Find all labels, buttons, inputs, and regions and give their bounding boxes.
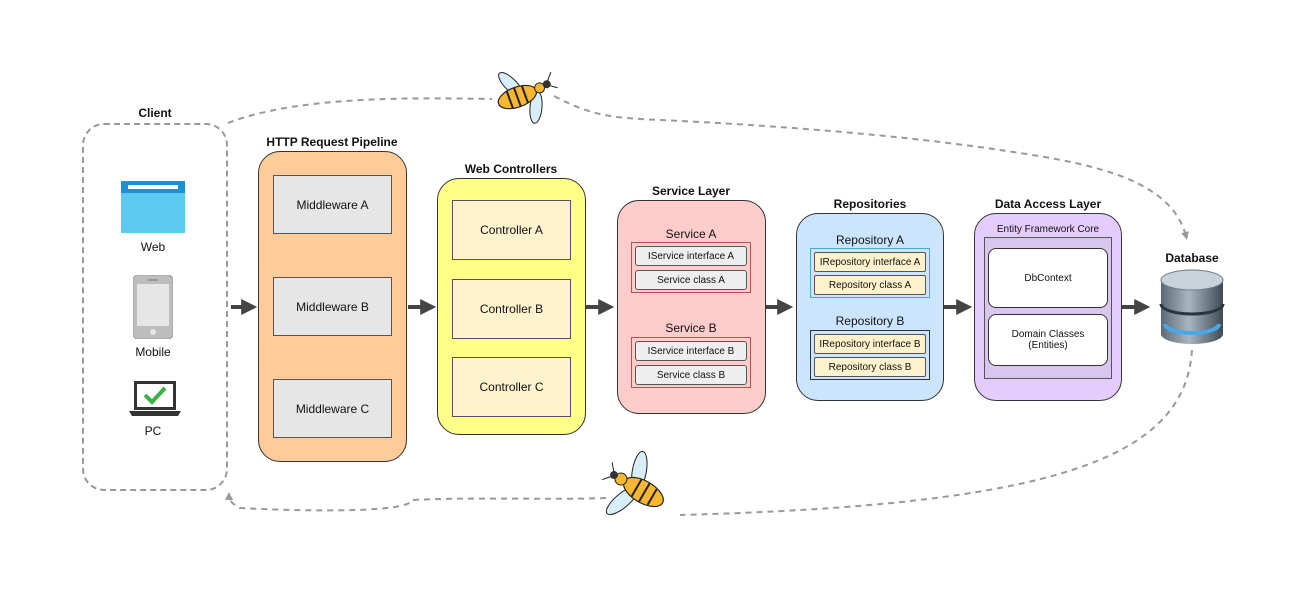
- client-container: [82, 123, 228, 491]
- laptop-check-icon: [129, 381, 181, 417]
- request-dashed-path: [227, 95, 1186, 236]
- database-title: Database: [1165, 251, 1219, 265]
- controller-box: Controller C: [452, 357, 571, 417]
- client-title: Client: [138, 106, 172, 120]
- service-class-box: Service class B: [635, 365, 747, 385]
- service-group-name: Service B: [665, 321, 717, 335]
- repository-class-box: Repository class B: [814, 357, 926, 377]
- service-class-box: Service class A: [635, 270, 747, 290]
- client-item-label: PC: [144, 424, 162, 438]
- controllers-title: Web Controllers: [464, 162, 558, 176]
- service-group-frame: [631, 242, 751, 293]
- client-item-label: Mobile: [135, 345, 171, 359]
- service-layer-title: Service Layer: [651, 184, 731, 198]
- domain-classes-box: Domain Classes (Entities): [988, 314, 1108, 366]
- database-icon: [1159, 268, 1225, 346]
- service-interface-box: IService interface A: [635, 246, 747, 266]
- repository-group-name: Repository B: [835, 314, 905, 328]
- service-group-name: Service A: [665, 227, 717, 241]
- pipeline-title: HTTP Request Pipeline: [266, 135, 398, 149]
- service-interface-box: IService interface B: [635, 341, 747, 361]
- response-dashed-path: [229, 349, 1193, 516]
- repositories-title: Repositories: [833, 197, 907, 211]
- browser-window-icon: [121, 181, 185, 233]
- middleware-box: Middleware A: [273, 175, 392, 234]
- client-item-label: Web: [140, 240, 166, 254]
- bee-icon: [601, 450, 664, 516]
- repository-group-name: Repository A: [835, 233, 905, 247]
- dbcontext-box: DbContext: [988, 248, 1108, 308]
- data-access-title: Data Access Layer: [994, 197, 1102, 211]
- service-group-frame: [631, 337, 751, 388]
- controller-box: Controller B: [452, 279, 571, 339]
- bee-icon: [497, 71, 558, 124]
- ef-core-label: Entity Framework Core: [996, 224, 1100, 235]
- middleware-box: Middleware B: [273, 277, 392, 336]
- smartphone-icon: [132, 274, 174, 340]
- repository-group-frame: [810, 330, 930, 380]
- repository-class-box: Repository class A: [814, 275, 926, 295]
- repository-interface-box: IRepository interface A: [814, 252, 926, 272]
- repository-interface-box: IRepository interface B: [814, 334, 926, 354]
- controller-box: Controller A: [452, 200, 571, 260]
- repository-group-frame: [810, 248, 930, 298]
- middleware-box: Middleware C: [273, 379, 392, 438]
